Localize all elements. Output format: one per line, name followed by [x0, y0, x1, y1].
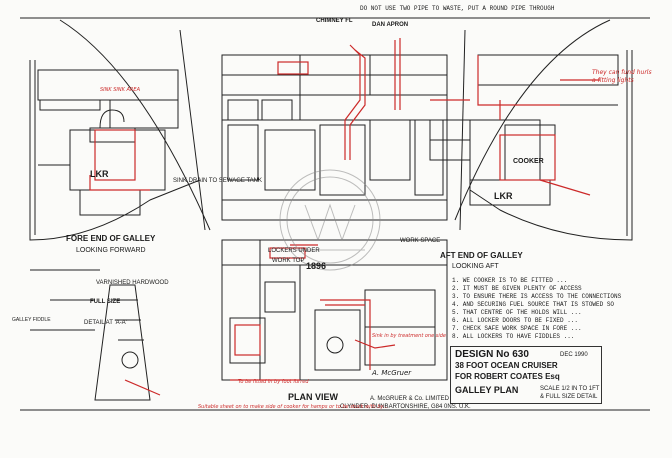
red-bottom-note-2: To be fitted in by foot furred [238, 379, 309, 385]
detail-a-label: DETAIL AT 'A-A' [84, 320, 127, 326]
note-5: 5. THAT CENTRE OF THE HOLDS WILL ... [452, 309, 582, 316]
note-4: 4. AND SECURING FUEL SOURCE THAT IS STOW… [452, 301, 615, 308]
galley-fiddle-label: GALLEY FIDDLE [12, 317, 51, 323]
fore-end-title: FORE END OF GALLEY [66, 234, 156, 243]
lockers-under-label: LOCKERS UNDER [268, 248, 320, 254]
red-bottom-note: Suitable sheet on to make side of cooker… [198, 404, 388, 410]
signature: A. McGruer [372, 369, 412, 377]
top-note: DO NOT USE TWO PIPE TO WASTE, PUT A ROUN… [360, 5, 555, 12]
design-number: DESIGN No 630 [455, 349, 529, 360]
dan-apron-label: DAN APRON [372, 22, 409, 28]
red-sink-note: SINK SINK AREA [100, 87, 140, 93]
plan-view-title: PLAN VIEW [288, 392, 339, 402]
designer-place: CLYNDER, DUNBARTONSHIRE, G84 0NS. U.K. [340, 404, 471, 410]
title-line-2: 38 FOOT OCEAN CRUISER [455, 361, 558, 370]
red-plan-note: Sink in by treatment one side [372, 333, 447, 339]
cooker-label: COOKER [513, 158, 544, 165]
red-note-top-right-1: They can fund hurls [592, 69, 652, 76]
work-space-label: WORK SPACE [400, 238, 441, 244]
chimney-label: CHIMNEY FL [316, 18, 353, 24]
note-2: 2. IT MUST BE GIVEN PLENTY OF ACCESS [452, 285, 582, 292]
design-date: DEC 1990 [560, 352, 588, 358]
sink-drain-note: SINK DRAIN TO SEWAGE TANK [173, 178, 263, 184]
lkr-label-left: LKR [90, 169, 109, 179]
scale-number: 1896 [306, 261, 327, 271]
red-note-top-right-2: a fitting lights [592, 77, 634, 84]
note-1: 1. WE COOKER IS TO BE FITTED ... [452, 277, 568, 284]
lkr-label-right: LKR [494, 191, 513, 201]
work-top-label: WORK TOP [272, 258, 305, 264]
title-line-3: FOR ROBERT COATES Esq [455, 372, 560, 381]
sheet-scale: SCALE 1/2 IN TO 1FT [540, 386, 600, 392]
note-6: 6. ALL LOCKER DOORS TO BE FIXED ... [452, 317, 579, 324]
watermark-stamp [279, 169, 381, 271]
note-3: 3. TO ENSURE THERE IS ACCESS TO THE CONN… [452, 293, 622, 300]
designer-name: A. McGRUER & Co. LIMITED [370, 396, 450, 402]
full-size-label: FULL SIZE [90, 299, 121, 305]
sheet-title: GALLEY PLAN [455, 385, 519, 395]
looking-forward-label: LOOKING FORWARD [76, 247, 146, 254]
aft-end-title: AFT END OF GALLEY [440, 251, 523, 260]
title-block [450, 346, 602, 404]
sheet-full-size: & FULL SIZE DETAIL [540, 394, 598, 400]
varnished-hardwood-note: VARNISHED HARDWOOD [96, 280, 169, 286]
note-7: 7. CHECK SAFE WORK SPACE IN FORE ... [452, 325, 582, 332]
looking-aft-label: LOOKING AFT [452, 263, 499, 270]
note-8: 8. ALL LOCKERS TO HAVE FIDDLES ... [452, 333, 575, 340]
